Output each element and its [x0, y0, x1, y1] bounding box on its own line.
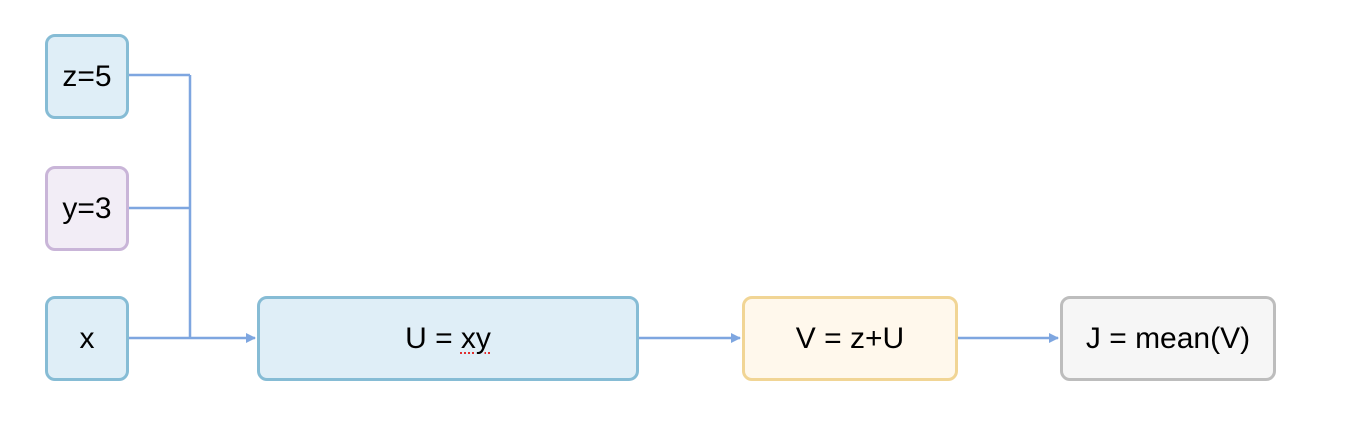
node-u[interactable]: U = xy — [257, 296, 639, 381]
node-z[interactable]: z=5 — [45, 34, 129, 119]
node-u-label: U = xy — [405, 321, 491, 355]
node-v-label: V = z+U — [795, 321, 905, 355]
node-y-label: y=3 — [62, 191, 112, 225]
node-u-label-prefix: U = — [405, 321, 461, 355]
node-x-label: x — [79, 321, 95, 355]
node-z-label: z=5 — [62, 59, 112, 93]
node-j[interactable]: J = mean(V) — [1060, 296, 1276, 381]
node-x[interactable]: x — [45, 296, 129, 381]
node-u-label-variable: xy — [460, 321, 491, 355]
node-y[interactable]: y=3 — [45, 166, 129, 251]
node-j-label: J = mean(V) — [1085, 321, 1251, 355]
node-v[interactable]: V = z+U — [742, 296, 958, 381]
